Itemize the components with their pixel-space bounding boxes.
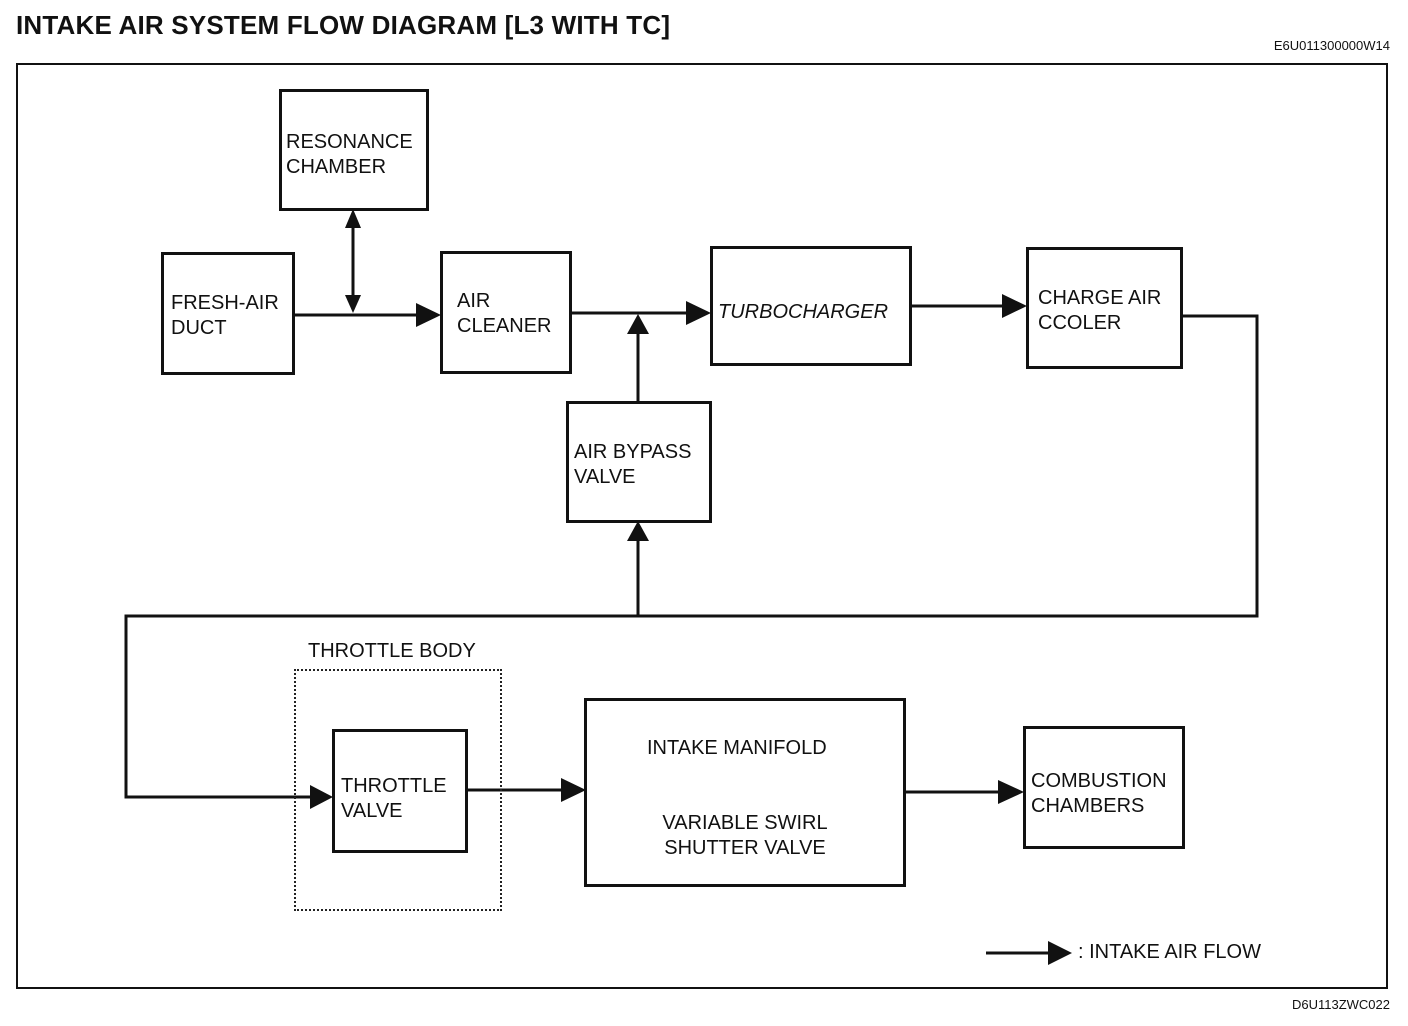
arrowhead-to-charge-air-cooler: [1002, 294, 1027, 318]
intake-manifold-box: INTAKE MANIFOLD VARIABLE SWIRL SHUTTER V…: [584, 698, 906, 887]
arrowhead-to-bypass-valve: [627, 521, 649, 541]
arrowhead-bypass-to-line: [627, 314, 649, 334]
air-cleaner-label: AIR CLEANER: [457, 290, 552, 337]
charge-air-cooler-label: CHARGE AIR CCOLER: [1038, 287, 1162, 334]
charge-air-cooler-box: CHARGE AIR CCOLER: [1026, 247, 1183, 369]
combustion-chambers-label: COMBUSTION CHAMBERS: [1031, 770, 1167, 817]
air-bypass-valve-box: AIR BYPASS VALVE: [566, 401, 712, 523]
turbocharger-label: TURBOCHARGER: [718, 301, 889, 323]
resonance-chamber-label: RESONANCE CHAMBER: [286, 131, 413, 178]
throttle-body-outline: [294, 669, 502, 911]
arrowhead-resonance-down: [345, 295, 361, 313]
diagram-frame: [16, 63, 1388, 989]
throttle-valve-label: THROTTLE VALVE: [341, 775, 447, 822]
turbocharger-box: TURBOCHARGER: [710, 246, 912, 366]
figure-code: D6U113ZWC022: [1291, 997, 1390, 1012]
page-title: INTAKE AIR SYSTEM FLOW DIAGRAM [L3 WITH …: [16, 10, 671, 40]
throttle-valve-box: THROTTLE VALVE: [332, 729, 468, 853]
air-cleaner-box: AIR CLEANER: [440, 251, 572, 374]
fresh-air-duct-box: FRESH-AIR DUCT: [161, 252, 295, 375]
resonance-chamber-box: RESONANCE CHAMBER: [279, 89, 429, 211]
combustion-chambers-box: COMBUSTION CHAMBERS: [1023, 726, 1185, 849]
arrowhead-to-combustion-chambers: [998, 780, 1024, 804]
fresh-air-duct-label: FRESH-AIR DUCT: [171, 292, 279, 339]
arrowhead-to-turbocharger: [686, 301, 711, 325]
air-bypass-valve-label: AIR BYPASS VALVE: [574, 441, 692, 488]
throttle-body-label: THROTTLE BODY: [308, 640, 476, 662]
variable-swirl-shutter-valve-label: VARIABLE SWIRL SHUTTER VALVE: [662, 812, 828, 859]
legend-arrow-icon: [1048, 941, 1072, 965]
intake-manifold-label: INTAKE MANIFOLD: [647, 737, 827, 759]
arrowhead-resonance-up: [345, 209, 361, 228]
arrowhead-to-throttle-valve: [310, 785, 333, 809]
legend-text: : INTAKE AIR FLOW: [1078, 941, 1261, 963]
cooler-return-line: [124, 314, 1259, 799]
arrowhead-to-intake-manifold: [561, 778, 586, 802]
document-code: E6U011300000W14: [1273, 38, 1390, 53]
arrowhead-to-air-cleaner: [416, 303, 441, 327]
